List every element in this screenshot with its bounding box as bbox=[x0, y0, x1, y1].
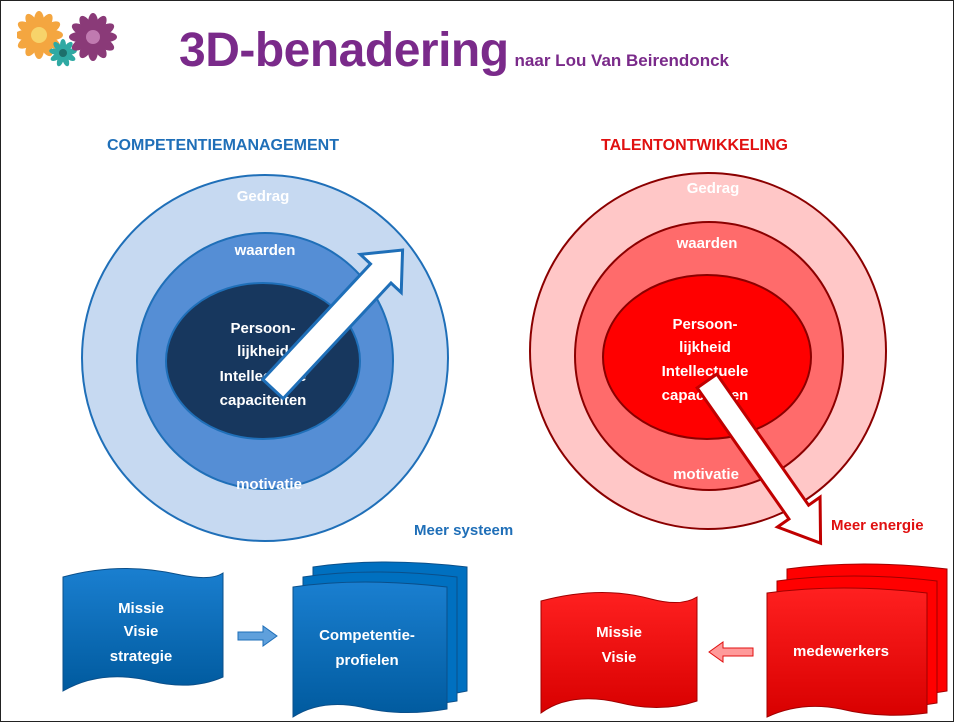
flower-purple-icon bbox=[69, 13, 117, 61]
left-doc-profiles: Competentie- profielen bbox=[292, 561, 468, 718]
right-doc-mission: Missie Visie bbox=[540, 591, 698, 714]
right-values-label: waarden bbox=[676, 235, 738, 252]
flower-orange-icon bbox=[17, 11, 63, 59]
left-doc2-line-1: Competentie- bbox=[319, 627, 415, 644]
title-main: 3D-benadering bbox=[179, 24, 509, 77]
left-doc-mission: Missie Visie strategie bbox=[62, 567, 224, 692]
slide-title: 3D-benadering naar Lou Van Beirendonck bbox=[179, 23, 729, 78]
right-doc1-line-2: Visie bbox=[602, 649, 637, 666]
flowers-logo bbox=[17, 11, 117, 67]
left-outer-label: Gedrag bbox=[237, 188, 290, 205]
right-big-arrow bbox=[695, 372, 823, 546]
right-small-arrow bbox=[708, 641, 754, 663]
left-core-line-4: capaciteiten bbox=[220, 392, 307, 409]
left-motivation-label: motivatie bbox=[236, 476, 302, 493]
left-big-arrow bbox=[260, 248, 405, 401]
left-core bbox=[165, 282, 361, 440]
left-core-line-1: Persoon- bbox=[230, 320, 295, 337]
flower-teal-icon bbox=[49, 39, 77, 67]
right-doc2-line-1: medewerkers bbox=[793, 643, 889, 660]
right-doc1-line-1: Missie bbox=[596, 624, 642, 641]
left-doc1-line-3: strategie bbox=[110, 648, 173, 665]
right-target: Gedrag waarden motivatie Persoon- lijkhe… bbox=[529, 172, 887, 530]
left-doc1-line-1: Missie bbox=[118, 600, 164, 617]
left-heading: COMPETENTIEMANAGEMENT bbox=[107, 137, 339, 154]
title-subtitle: naar Lou Van Beirendonck bbox=[514, 51, 729, 70]
left-values-label: waarden bbox=[234, 242, 296, 259]
right-arrow-label: Meer energie bbox=[831, 517, 924, 534]
left-small-arrow bbox=[237, 625, 278, 647]
right-core bbox=[602, 274, 812, 440]
right-core-line-1: Persoon- bbox=[672, 316, 737, 333]
left-target: Gedrag waarden motivatie Persoon- lijkhe… bbox=[81, 174, 449, 542]
right-motivation-label: motivatie bbox=[673, 466, 739, 483]
right-outer-label: Gedrag bbox=[687, 180, 740, 197]
right-core-line-3: Intellectuele bbox=[662, 363, 749, 380]
left-doc2-line-2: profielen bbox=[335, 652, 398, 669]
right-doc-employees: medewerkers bbox=[766, 563, 948, 718]
right-core-line-2: lijkheid bbox=[679, 339, 731, 356]
left-doc1-line-2: Visie bbox=[124, 623, 159, 640]
right-heading: TALENTONTWIKKELING bbox=[601, 137, 788, 154]
left-arrow-label: Meer systeem bbox=[414, 522, 513, 539]
left-core-line-2: lijkheid bbox=[237, 343, 289, 360]
